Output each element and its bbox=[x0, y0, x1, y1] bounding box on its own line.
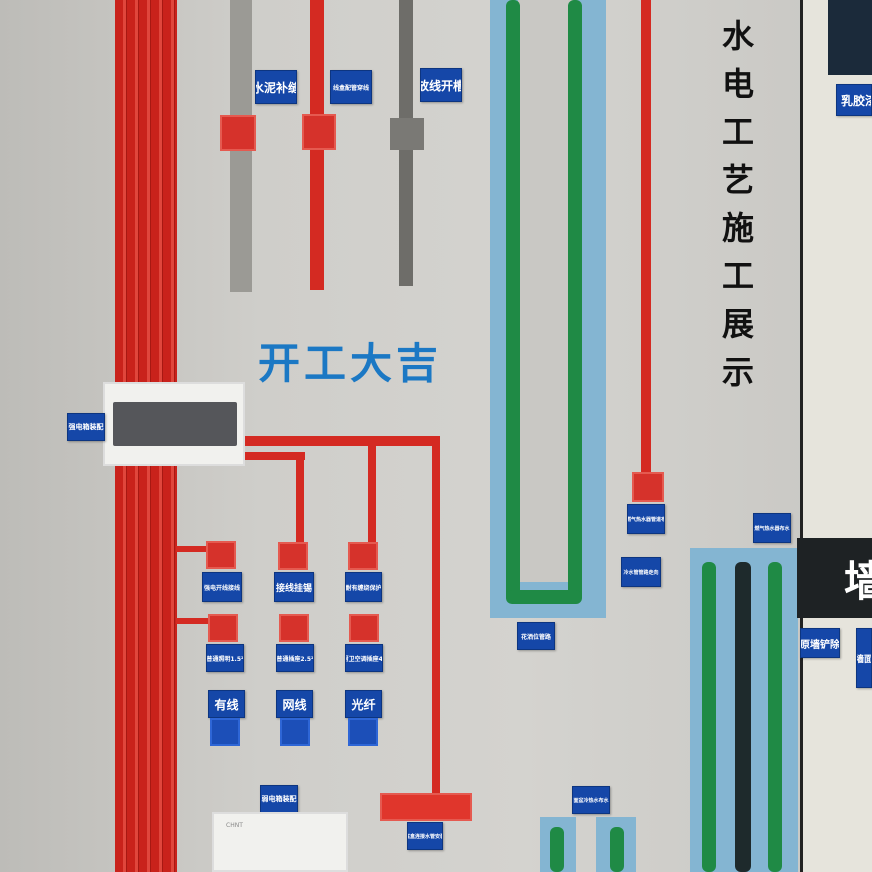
green-pipe bbox=[506, 590, 582, 604]
label-row2: 厨卫空调插座4² bbox=[345, 644, 383, 672]
vertical-title: 水电工艺施工展示 bbox=[721, 17, 754, 391]
green-pipe bbox=[610, 827, 624, 872]
branch-wire bbox=[176, 618, 210, 624]
junction-box bbox=[302, 114, 336, 150]
label-gas2: 燃气热水器布水 bbox=[753, 513, 791, 543]
pipe-backing-inner bbox=[518, 0, 576, 582]
weak-socket-box bbox=[210, 718, 240, 746]
label-right-edge: 墙面 bbox=[856, 628, 872, 688]
branch-wire bbox=[176, 546, 210, 552]
green-pipe bbox=[768, 562, 782, 872]
label-strong-box: 强电箱装配 bbox=[67, 413, 105, 441]
adjacent-panel-top bbox=[828, 0, 872, 75]
branch-wire bbox=[245, 436, 440, 446]
slogan: 开工大吉 bbox=[258, 339, 443, 388]
label-row2: 普通照明1.5² bbox=[206, 644, 244, 672]
label-shower: 花洒位管路 bbox=[517, 622, 555, 650]
adjacent-panel bbox=[800, 0, 872, 872]
wall-sign-text: 墙 bbox=[843, 556, 872, 606]
label-mid: 冷水管管路走向 bbox=[621, 557, 661, 587]
socket-box bbox=[208, 614, 238, 642]
green-pipe bbox=[506, 0, 520, 602]
weak-box: CHNT bbox=[212, 812, 348, 872]
label-bottom-mid: 底盒连接水管安装 bbox=[407, 822, 443, 850]
red-wire bbox=[641, 0, 651, 476]
green-pipe bbox=[568, 0, 582, 602]
weak-socket-box bbox=[348, 718, 378, 746]
junction-box bbox=[390, 118, 424, 150]
label-gas1: 燃气热水器管道布 bbox=[627, 504, 665, 534]
socket-box bbox=[278, 542, 308, 570]
junction-box bbox=[220, 115, 256, 151]
junction-box bbox=[632, 472, 664, 502]
socket-box bbox=[279, 614, 309, 642]
branch-wire bbox=[368, 446, 376, 542]
branch-wire bbox=[432, 436, 440, 796]
weak-socket-box bbox=[280, 718, 310, 746]
branch-wire bbox=[296, 452, 304, 544]
triple-box bbox=[380, 793, 472, 821]
wall-sign: 墙 bbox=[797, 538, 872, 618]
green-pipe bbox=[702, 562, 716, 872]
distribution-box bbox=[103, 382, 245, 466]
label-row3: 有线 bbox=[208, 690, 245, 718]
black-pipe bbox=[735, 562, 751, 872]
label-weak-box: 弱电箱装配 bbox=[260, 785, 298, 813]
label-bottom-right: 面盆冷热水布水 bbox=[572, 786, 610, 814]
label-conduit: 线盒配管穿线 bbox=[330, 70, 372, 104]
socket-box bbox=[206, 541, 236, 569]
label-row3: 网线 bbox=[276, 690, 313, 718]
label-row3: 光纤 bbox=[345, 690, 382, 718]
label-demolish: 原墙铲除 bbox=[800, 628, 840, 658]
green-pipe bbox=[550, 827, 564, 872]
panel-brand: CHNT bbox=[226, 822, 243, 829]
label-groove: 放线开槽 bbox=[420, 68, 462, 102]
branch-wire bbox=[245, 452, 305, 460]
socket-box bbox=[349, 614, 379, 642]
label-row1: 接线挂锡 bbox=[274, 572, 314, 602]
label-latex: 乳胶漆 bbox=[836, 84, 872, 116]
label-cement: 水泥补缝 bbox=[255, 70, 297, 104]
socket-box bbox=[348, 542, 378, 570]
label-row2: 普通插座2.5² bbox=[276, 644, 314, 672]
label-row1: 强电开线接线 bbox=[202, 572, 242, 602]
label-row1: 耐有缠绕保护 bbox=[345, 572, 382, 602]
